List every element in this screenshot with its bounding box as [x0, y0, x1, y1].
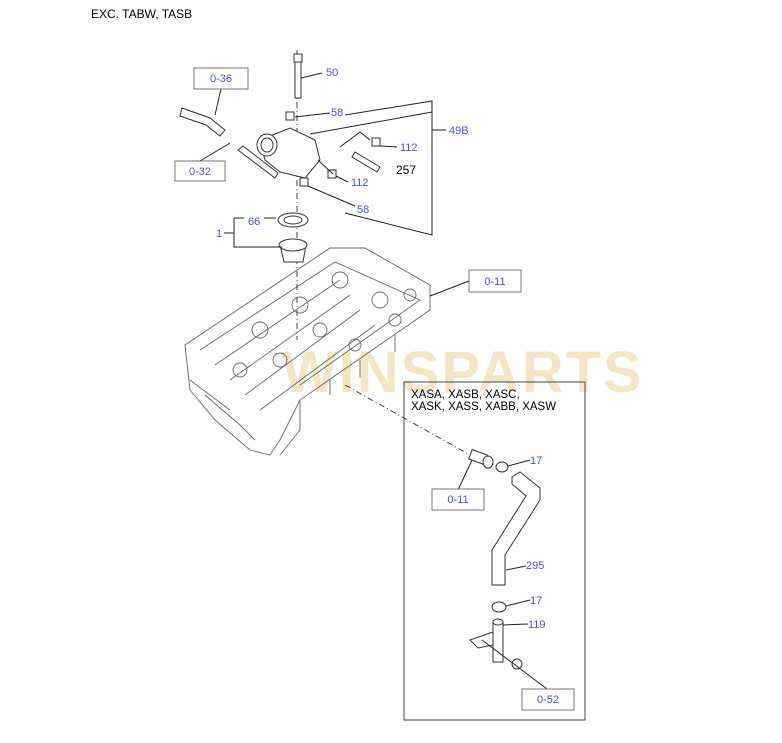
callout-112-top: 112: [400, 142, 418, 154]
variant-inset-frame: [403, 381, 586, 721]
ref-box-0-32[interactable]: [174, 160, 226, 182]
hose-part: [179, 107, 226, 137]
thermostat-housing-part: [237, 111, 381, 187]
watermark: WINSPARTS: [282, 340, 644, 405]
diagram-title: EXC. TABW, TASB: [91, 7, 192, 21]
ref-0-11-fitting[interactable]: 0-11: [447, 494, 468, 506]
callout-58-bottom: 58: [357, 204, 369, 216]
bolt-part: [293, 53, 303, 99]
callout-66: 66: [248, 216, 260, 228]
tee-fitting-part: [469, 618, 523, 670]
callout-257: 257: [396, 163, 416, 177]
clamp-top-part: [495, 461, 509, 473]
callout-50: 50: [326, 67, 338, 79]
callout-295: 295: [526, 560, 544, 572]
ref-0-52[interactable]: 0-52: [537, 694, 559, 706]
callout-17-top: 17: [530, 455, 542, 467]
ref-box-0-36[interactable]: [193, 67, 249, 90]
callout-49b: 49B: [449, 125, 469, 137]
callout-112-bottom: 112: [351, 177, 369, 189]
ref-box-0-11-top[interactable]: [468, 269, 522, 293]
callout-1: 1: [216, 228, 222, 240]
inset-variants-line2: XASK, XASS, XABB, XASW: [411, 401, 556, 413]
ref-box-0-11-bottom[interactable]: [431, 488, 485, 511]
callout-58-top: 58: [331, 107, 343, 119]
inset-variants-line1: XASA, XASB, XASC,: [411, 389, 520, 401]
ref-0-11-head[interactable]: 0-11: [484, 276, 505, 288]
callout-119: 119: [528, 619, 546, 631]
callout-17-bottom: 17: [530, 595, 542, 607]
cylinder-head-illustration: [184, 247, 431, 456]
ref-0-32[interactable]: 0-32: [189, 166, 211, 178]
ref-box-0-52[interactable]: [521, 688, 575, 711]
connection-line: [344, 384, 471, 456]
ref-0-36[interactable]: 0-36: [210, 73, 232, 85]
hose-295-part: [491, 471, 541, 586]
clamp-bottom-part: [491, 601, 507, 613]
